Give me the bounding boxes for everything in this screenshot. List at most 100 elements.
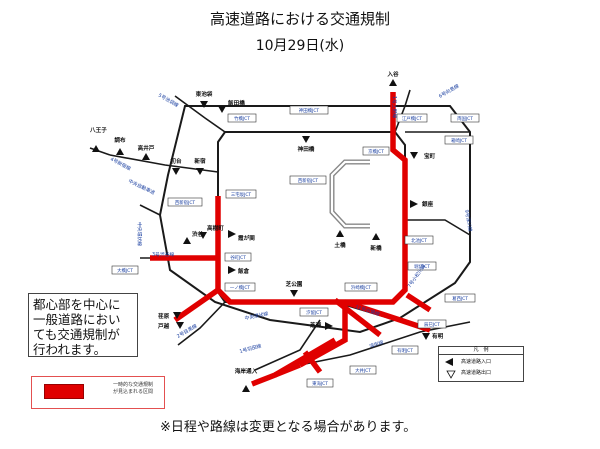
jct-kasaibashi: 葛西JCT (444, 293, 476, 303)
svg-text:大井JCT: 大井JCT (355, 367, 371, 374)
kk-line (329, 159, 370, 229)
ramp-meguro: 荏原 (158, 312, 181, 320)
jct-nishishinjuku2: 西新宿JCT (289, 175, 327, 185)
label-r1-haneda: 1号羽田線 (239, 342, 262, 355)
ramp-togoshi: 戸越 (158, 322, 184, 330)
svg-text:東池袋: 東池袋 (196, 90, 213, 98)
svg-text:大橋JCT: 大橋JCT (117, 267, 133, 274)
ramp-takagicho: 高樹町 (199, 224, 224, 239)
hanrei-box: 凡 例 高速道路入口 高速道路出口 (438, 346, 524, 382)
svg-text:一ノ橋JCT: 一ノ橋JCT (230, 284, 251, 291)
ramp-shibuya: 渋谷 (183, 230, 204, 244)
jct-hokke: 北池JCT (404, 235, 434, 245)
label-central-circular: 中央環状線 (136, 222, 143, 246)
label-bayshore: 湾岸線 (368, 339, 384, 350)
ramp-iriya: 入谷 (386, 70, 399, 86)
ramp-chofu: 調布 (114, 136, 126, 155)
ramp-takaracho: 宝町 (410, 152, 436, 160)
jct-tatsumi: 辰巳JCT (417, 319, 447, 329)
svg-text:新宿: 新宿 (194, 157, 206, 165)
ramp-eifukucho: 高井戸 (138, 144, 155, 160)
svg-text:箱崎JCT: 箱崎JCT (451, 137, 467, 144)
restriction-legend: 一時的な交通規制 が見込まれる区間 (31, 376, 165, 409)
hanrei-icons (445, 358, 456, 379)
jct-hakozaki: 箱崎JCT (444, 135, 474, 145)
notice-line: 都心部を中心に (33, 297, 121, 312)
svg-text:北池JCT: 北池JCT (411, 237, 427, 244)
junction-markers: 一ノ橋JCT 谷町JCT 三宅坂JCT 西新宿JCT 大橋JCT 浜崎橋JCT … (111, 105, 480, 388)
jct-kandabashi: 神田橋JCT (289, 105, 329, 115)
svg-text:海岸通入: 海岸通入 (235, 367, 258, 375)
svg-text:京橋JCT: 京橋JCT (368, 148, 384, 155)
svg-text:神田橋: 神田橋 (298, 145, 315, 153)
svg-text:宝町: 宝町 (424, 152, 436, 160)
svg-text:調布: 調布 (114, 136, 126, 144)
jct-ariake: 有明JCT (391, 345, 419, 355)
ramp-shibakoen: 芝公園 (286, 280, 303, 297)
svg-text:有明: 有明 (432, 332, 444, 340)
svg-text:竹橋JCT: 竹橋JCT (234, 115, 250, 122)
svg-text:堀切JCT: 堀切JCT (414, 263, 430, 270)
ramp-ginza: 銀座 (410, 200, 434, 208)
ramp-dobashi: 土橋 (334, 230, 346, 249)
jct-ichinohashi: 一ノ橋JCT (224, 282, 256, 292)
svg-text:汐留JCT: 汐留JCT (306, 309, 322, 316)
svg-text:東海JCT: 東海JCT (312, 380, 328, 387)
label-c2-loop: 中央環状線 (244, 310, 269, 322)
label-r3-shibuya: 3号渋谷線 (152, 251, 174, 258)
ramp-shibaura: 芝浦 (310, 321, 333, 330)
exit-arrow-icon (446, 370, 456, 379)
svg-text:浜崎橋JCT: 浜崎橋JCT (351, 284, 372, 291)
svg-text:荏原: 荏原 (158, 312, 170, 320)
ramp-kaiganiri: 海岸通入 (235, 367, 258, 392)
svg-text:渋谷: 渋谷 (192, 230, 204, 238)
svg-text:新橋: 新橋 (370, 244, 382, 252)
jct-takebashi: 竹橋JCT (227, 113, 257, 123)
jct-kyobashi: 京橋JCT (362, 146, 390, 156)
svg-text:銀座: 銀座 (422, 200, 434, 208)
ramp-kasumigaseki: 霞が関 (228, 230, 255, 242)
entrance-arrow-icon (445, 358, 453, 366)
svg-text:土橋: 土橋 (334, 241, 346, 249)
ramp-tsukiji: 新橋 (370, 233, 382, 252)
svg-text:谷町JCT: 谷町JCT (230, 254, 246, 261)
svg-text:芝公園: 芝公園 (286, 280, 303, 288)
jct-oi: 大井JCT (349, 365, 377, 375)
legend-label-line1: 一時的な交通規制 (112, 382, 153, 388)
ramp-markers: 入谷 神田橋 宝町 銀座 新橋 土橋 霞が関 飯倉 芝公園 芝浦 有明 海岸通入… (89, 70, 444, 392)
jct-ryogoku: 両国JCT (450, 113, 480, 123)
svg-text:江戸橋JCT: 江戸橋JCT (402, 115, 423, 122)
ramp-ariake: 有明 (422, 332, 444, 340)
jct-miyakezaka: 三宅坂JCT (225, 189, 257, 199)
notice-line: 行われます。 (33, 342, 107, 357)
label-r9-fukagawa: 9号深川線 (463, 209, 474, 232)
svg-text:両国JCT: 両国JCT (457, 116, 473, 122)
hanrei-title: 凡 例 (439, 347, 523, 355)
footer-note: ※日程や路線は変更となる場合があります。 (160, 420, 417, 435)
jct-edobashi: 江戸橋JCT (396, 113, 428, 123)
inner-loop-c1 (217, 131, 406, 303)
svg-text:初台: 初台 (170, 157, 182, 165)
svg-text:高樹町: 高樹町 (207, 224, 224, 232)
jct-horikiri: 堀切JCT (407, 261, 437, 271)
svg-text:辰巳JCT: 辰巳JCT (424, 322, 440, 328)
svg-text:有明JCT: 有明JCT (397, 347, 413, 354)
svg-text:飯倉: 飯倉 (237, 267, 250, 275)
svg-text:高井戸: 高井戸 (138, 144, 155, 152)
svg-text:八王子: 八王子 (89, 127, 107, 134)
jct-hamazakibashi: 浜崎橋JCT (344, 282, 378, 292)
svg-text:戸越: 戸越 (158, 322, 170, 330)
svg-text:西新宿JCT: 西新宿JCT (175, 199, 196, 206)
svg-text:三宅坂JCT: 三宅坂JCT (231, 191, 252, 198)
jct-ohashi: 大橋JCT (111, 265, 139, 275)
ramp-iidabashi: 飯田橋 (218, 99, 245, 113)
label-r1-ueno: 1号上野線 (391, 96, 398, 118)
ramp-hatsudai: 初台 (170, 157, 182, 175)
legend-label-line2: が見込まれる区間 (112, 389, 153, 395)
ramp-iikura: 飯倉 (228, 266, 250, 275)
label-central-exp: 中央自動車道 (127, 178, 156, 197)
ramp-higashiikebukuro: 東池袋 (196, 90, 213, 108)
notice-line: 一般道路におい (33, 312, 121, 327)
jct-nishishinjuku: 西新宿JCT (167, 197, 203, 207)
